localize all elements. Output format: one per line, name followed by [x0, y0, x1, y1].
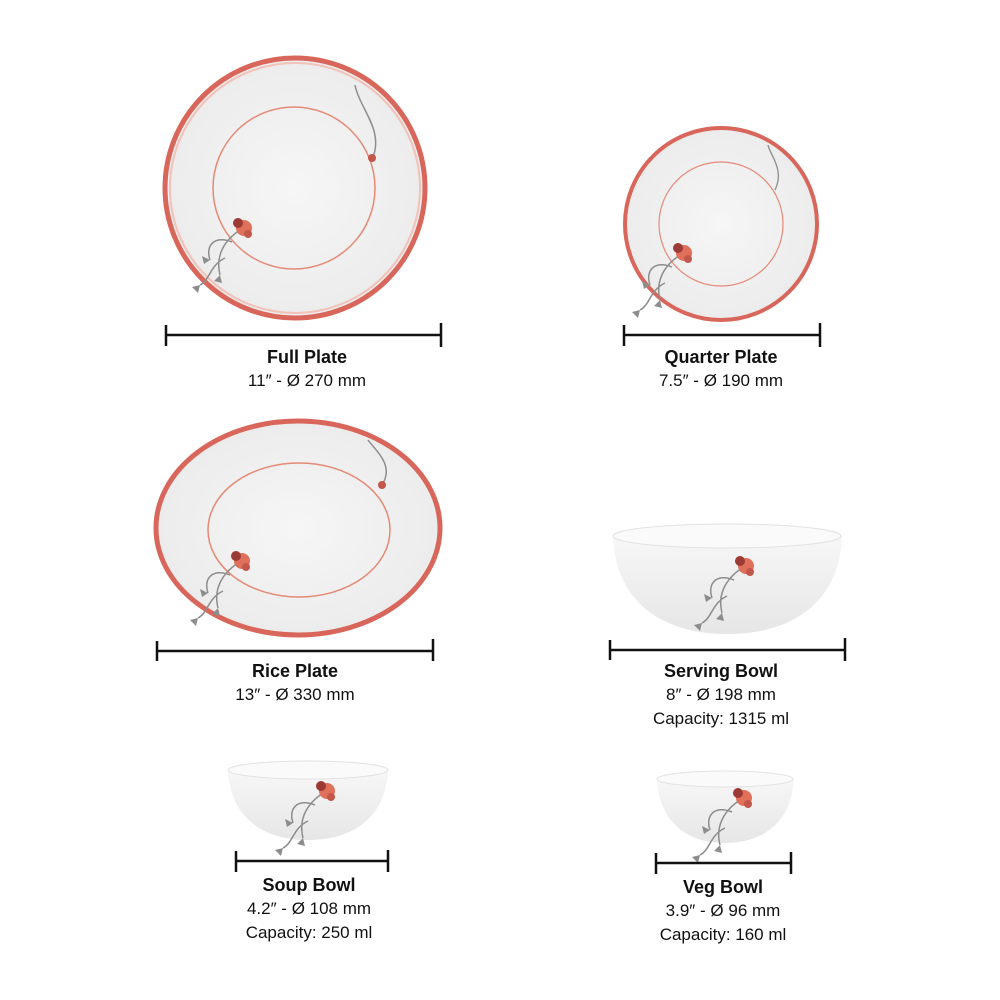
full-plate-dimension-line [164, 323, 443, 347]
soup-bowl-label: Soup Bowl 4.2″ - Ø 108 mm Capacity: 250 … [159, 873, 459, 945]
quarter-plate-image [623, 126, 819, 322]
item-capacity: Capacity: 160 ml [659, 925, 787, 944]
rice-plate-dimension-line [155, 639, 435, 661]
item-name: Veg Bowl [682, 877, 763, 897]
item-name: Soup Bowl [262, 875, 356, 895]
item-name: Full Plate [266, 347, 347, 367]
quarter-plate-label: Quarter Plate 7.5″ - Ø 190 mm [571, 345, 871, 393]
item-capacity: Capacity: 250 ml [245, 923, 373, 942]
veg-bowl-label: Veg Bowl 3.9″ - Ø 96 mm Capacity: 160 ml [573, 875, 873, 947]
veg-bowl-image [656, 770, 794, 864]
item-size: 11″ - Ø 270 mm [247, 371, 367, 390]
full-plate-image [162, 55, 428, 321]
item-size: 13″ - Ø 330 mm [235, 685, 355, 704]
item-size: 7.5″ - Ø 190 mm [658, 371, 784, 390]
soup-bowl-image [227, 760, 389, 857]
item-capacity: Capacity: 1315 ml [652, 709, 790, 728]
veg-bowl-dimension-line [654, 852, 793, 874]
rice-plate-image [153, 418, 443, 638]
item-size: 8″ - Ø 198 mm [666, 685, 776, 704]
quarter-plate-dimension-line [622, 323, 822, 347]
item-name: Quarter Plate [664, 347, 778, 367]
rice-plate-label: Rice Plate 13″ - Ø 330 mm [145, 659, 445, 707]
item-size: 3.9″ - Ø 96 mm [665, 901, 781, 920]
serving-bowl-dimension-line [608, 638, 847, 661]
item-size: 4.2″ - Ø 108 mm [246, 899, 372, 918]
soup-bowl-dimension-line [234, 850, 390, 872]
serving-bowl-image [612, 523, 842, 634]
item-name: Rice Plate [251, 661, 339, 681]
item-name: Serving Bowl [663, 661, 779, 681]
serving-bowl-label: Serving Bowl 8″ - Ø 198 mm Capacity: 131… [571, 659, 871, 731]
full-plate-label: Full Plate 11″ - Ø 270 mm [157, 345, 457, 393]
